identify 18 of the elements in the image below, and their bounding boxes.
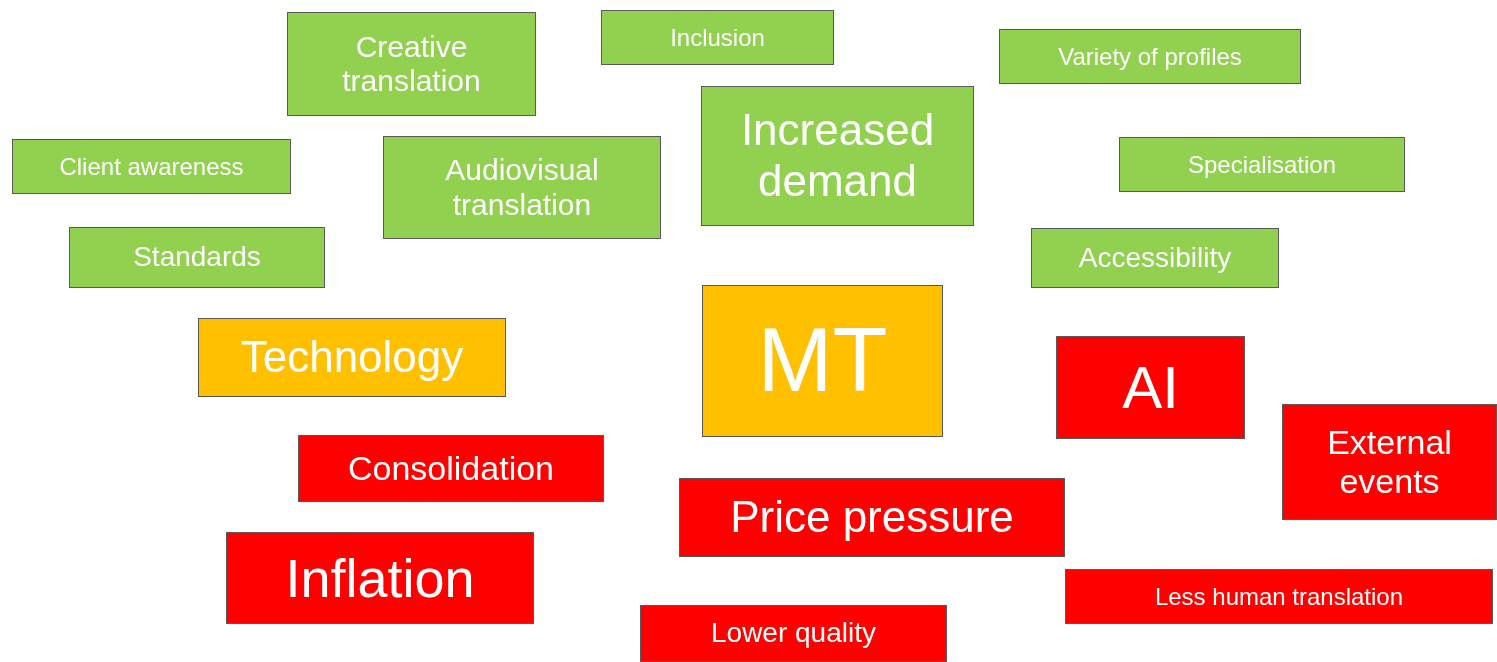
keyword-box: Specialisation — [1119, 137, 1405, 192]
keyword-box: External events — [1282, 404, 1497, 520]
keyword-box: Client awareness — [12, 139, 291, 194]
keyword-box: Technology — [198, 318, 506, 397]
keyword-box: Variety of profiles — [999, 29, 1301, 84]
keyword-box: Less human translation — [1065, 569, 1493, 624]
keyword-box: Standards — [69, 227, 325, 288]
keyword-box: Inflation — [226, 532, 534, 624]
keyword-box: MT — [702, 285, 943, 437]
keyword-box: Consolidation — [298, 435, 604, 502]
keyword-box: Lower quality — [640, 605, 947, 662]
keyword-box: Price pressure — [679, 478, 1065, 557]
keyword-box: AI — [1056, 336, 1245, 439]
keyword-box: Inclusion — [601, 10, 834, 65]
keyword-box: Audiovisual translation — [383, 136, 661, 239]
keyword-box: Creative translation — [287, 12, 536, 116]
keyword-box: Increased demand — [701, 86, 974, 226]
keyword-box: Accessibility — [1031, 228, 1279, 288]
